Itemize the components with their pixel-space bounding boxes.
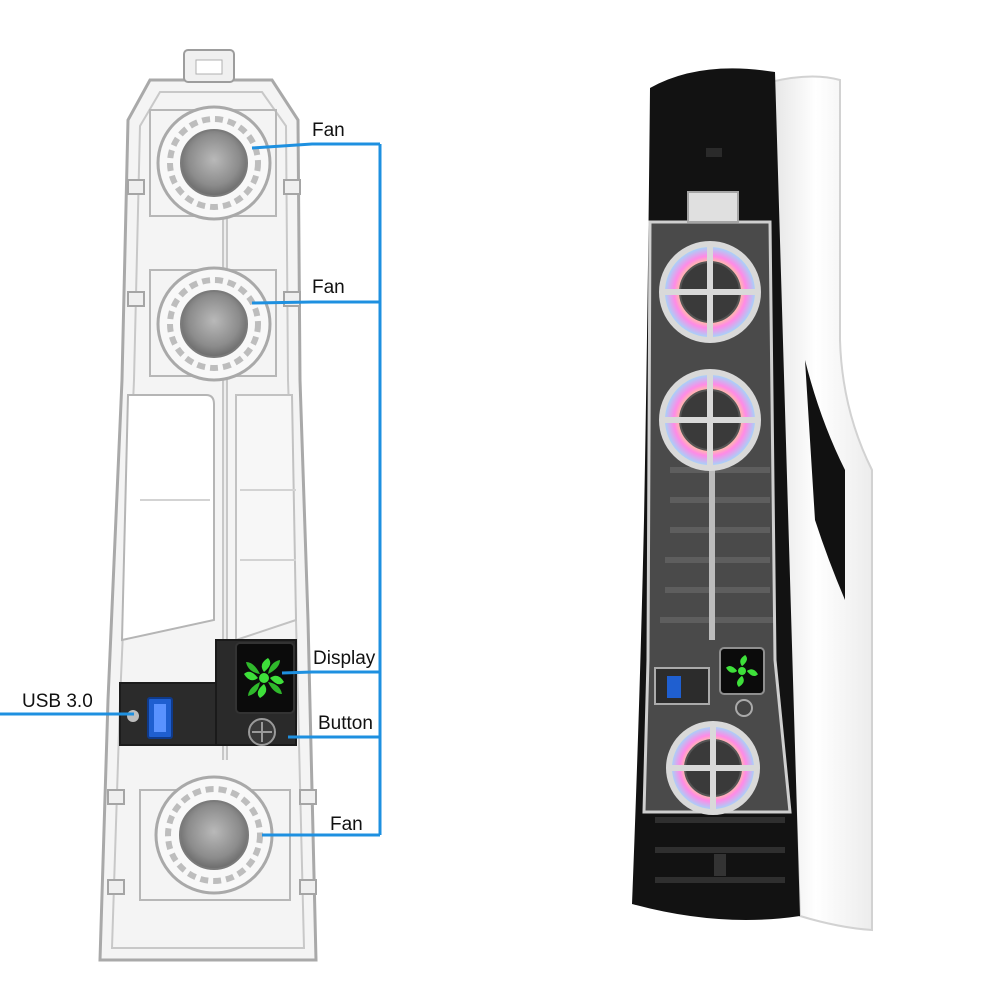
usb-module (119, 639, 297, 746)
fan-top-label: Fan (312, 120, 345, 141)
fan-middle-label: Fan (312, 277, 345, 298)
usb-label: USB 3.0 (22, 691, 93, 712)
fan-bottom-label: Fan (330, 814, 363, 835)
fan-icon (149, 105, 277, 221)
display-label: Display (313, 648, 376, 669)
fan-icon (666, 721, 760, 815)
fan-icon (149, 266, 277, 382)
button-label: Button (318, 713, 373, 734)
cooler-transparent-view (98, 49, 318, 962)
callout-lines (0, 142, 382, 837)
console-with-cooler (632, 68, 873, 932)
fan-icon (139, 775, 291, 901)
usb-port-icon (667, 676, 681, 698)
display-fan-icon (244, 658, 284, 698)
inner-window (120, 394, 215, 642)
display-fan-icon (726, 655, 758, 687)
fan-icon (659, 369, 761, 471)
fan-icon (659, 241, 761, 343)
